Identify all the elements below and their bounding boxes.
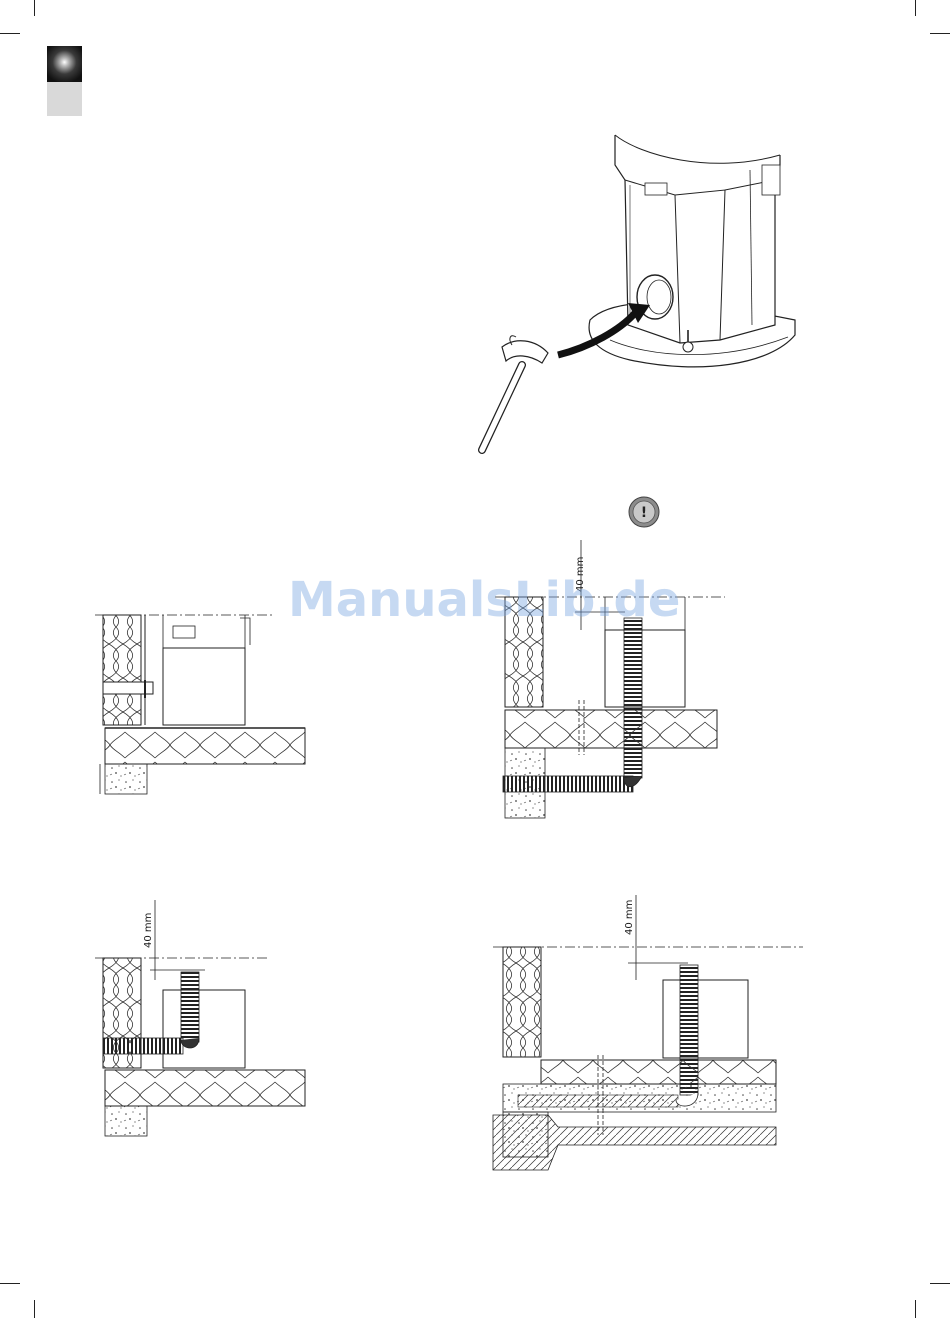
crop-mark-top-left-h bbox=[0, 33, 20, 34]
crop-mark-top-left-v bbox=[34, 0, 35, 16]
watermark-text: ManualsLib.de bbox=[288, 572, 680, 628]
crop-mark-top-right-v bbox=[915, 0, 916, 16]
dimension-label-40mm: 40 mm bbox=[143, 913, 154, 948]
crop-mark-bottom-left-v bbox=[34, 1300, 35, 1318]
crop-mark-top-right-h bbox=[930, 33, 950, 34]
wall-duct-diagram-left: 40 mm bbox=[95, 900, 325, 1140]
warning-icon: ! bbox=[628, 496, 660, 528]
chapter-tab-light bbox=[47, 82, 82, 116]
dimension-label-40mm: 40 mm bbox=[624, 900, 635, 935]
warning-icon-glyph: ! bbox=[641, 505, 647, 521]
stove-knockout-illustration bbox=[470, 125, 800, 465]
crop-mark-bottom-right-h bbox=[930, 1283, 950, 1284]
crop-mark-bottom-right-v bbox=[915, 1300, 916, 1318]
crop-mark-bottom-left-h bbox=[0, 1283, 20, 1284]
wall-mount-diagram bbox=[95, 610, 325, 800]
floor-duct-diagram: 40 mm bbox=[488, 895, 808, 1175]
chapter-tab-dark bbox=[47, 46, 82, 82]
